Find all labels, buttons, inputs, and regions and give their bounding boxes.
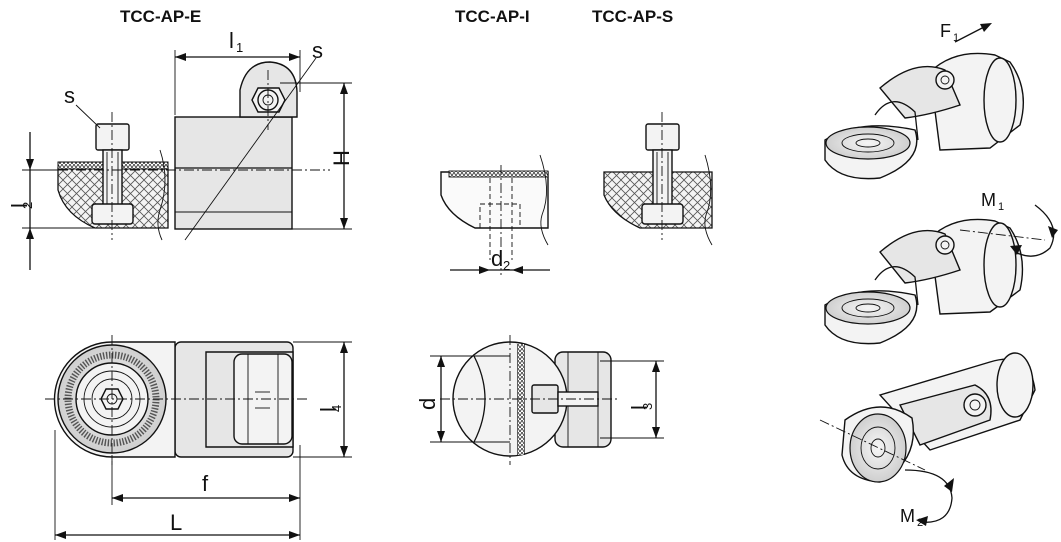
dimension-l4: l 4 <box>293 341 352 458</box>
dimension-l2: l 2 <box>7 132 95 270</box>
label-d2: d <box>491 246 503 271</box>
dimension-l1: l 1 <box>174 28 301 115</box>
label-f: f <box>202 471 209 496</box>
tcc-ap-e-bottom-view <box>45 335 310 465</box>
label-l4: l <box>316 407 341 412</box>
label-l4-sub: 4 <box>329 405 344 412</box>
dimension-f: f <box>111 445 301 540</box>
iso-view-moment-m1: M 1 <box>824 190 1058 345</box>
label-h: H <box>329 150 354 166</box>
title-tcc-ap-s: TCC-AP-S <box>592 7 673 26</box>
tcc-ap-s-side-view <box>603 112 713 246</box>
tcc-ap-i-side-view <box>440 154 549 275</box>
label-f1: F <box>940 21 951 41</box>
title-tcc-ap-e: TCC-AP-E <box>120 7 201 26</box>
label-l2-sub: 2 <box>20 202 35 209</box>
iso-view-force-f1: F 1 <box>824 21 1025 180</box>
label-l1-sub: 1 <box>236 40 243 55</box>
dimension-L: L <box>54 430 300 540</box>
label-m2: M <box>900 506 915 526</box>
dimension-h: H <box>280 82 354 230</box>
label-L: L <box>170 510 182 535</box>
label-s-left: s <box>64 83 75 108</box>
label-l2: l <box>7 203 32 208</box>
label-m1-sub: 1 <box>998 201 1004 213</box>
dimension-d: d <box>415 355 510 443</box>
label-d: d <box>415 398 440 410</box>
dimension-d2: d 2 <box>450 246 550 274</box>
tcc-ap-e-side-view <box>40 57 330 241</box>
label-f1-sub: 1 <box>953 32 959 44</box>
label-l3: l <box>627 405 652 410</box>
label-m2-sub: 2 <box>917 517 923 529</box>
label-l3-sub: 3 <box>640 403 655 410</box>
tcc-ap-i-bottom-view <box>440 335 620 465</box>
label-d2-sub: 2 <box>503 258 510 273</box>
label-m1: M <box>981 190 996 210</box>
dimension-l3: l 3 <box>600 360 664 439</box>
label-s-top: s <box>312 38 323 63</box>
iso-view-moment-m2: M 2 <box>819 352 1036 529</box>
title-tcc-ap-i: TCC-AP-I <box>455 7 530 26</box>
label-l1: l <box>229 28 234 53</box>
